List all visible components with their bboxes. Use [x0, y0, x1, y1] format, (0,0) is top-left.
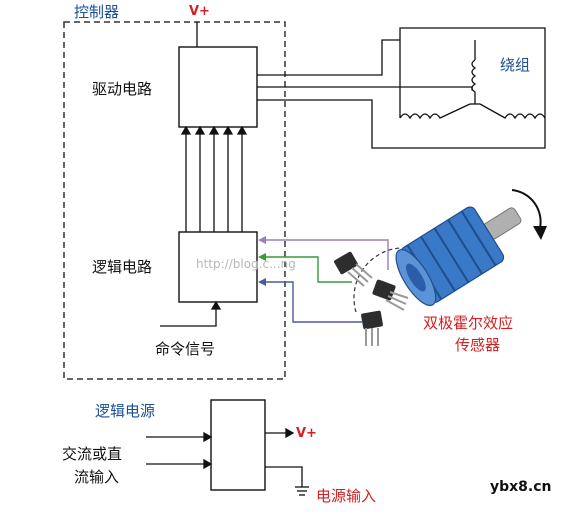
drive-circuit-label: 驱动电路	[92, 80, 153, 98]
vplus-right-label: V+	[296, 426, 317, 441]
command-signal-label: 命令信号	[155, 340, 216, 358]
command-signal-arrow	[160, 300, 222, 327]
ac-dc-input-line2: 流输入	[74, 468, 120, 486]
winding-wires	[257, 39, 546, 149]
hall-sensor-2	[372, 279, 409, 311]
logic-circuit-box	[178, 231, 258, 303]
logic-circuit-label: 逻辑电路	[92, 258, 153, 276]
sensor-label-line1: 双极霍尔效应	[423, 314, 514, 332]
vplus-top-label: V+	[189, 4, 210, 19]
hall-sensor-3	[361, 310, 383, 346]
green-arrowhead	[258, 253, 266, 261]
logic-to-drive-arrows	[180, 125, 248, 232]
ground-wire	[265, 466, 309, 496]
sensor-arc	[353, 247, 401, 313]
ac-dc-input-line1: 交流或直	[62, 445, 123, 463]
rotation-arrow	[511, 189, 547, 240]
site-watermark: ybx8.cn	[490, 479, 552, 495]
motor-rotor	[395, 206, 522, 307]
hall-sensor-1	[334, 251, 373, 287]
controller-boundary	[63, 21, 286, 380]
star-windings	[399, 40, 546, 120]
vplus-output-arrow	[265, 427, 295, 439]
drive-circuit-box	[178, 46, 258, 128]
purple-arrowhead	[258, 236, 266, 244]
power-input-label: 电源输入	[316, 487, 377, 505]
sensor-label-line2: 传感器	[455, 336, 501, 354]
controller-title: 控制器	[74, 3, 120, 21]
sensor-feedback-lines	[260, 239, 389, 323]
logic-power-box	[210, 399, 266, 491]
watermark: http://blog.c...ng	[196, 257, 296, 271]
winding-frame	[399, 27, 546, 136]
ac-dc-input-arrows	[146, 431, 213, 470]
navy-arrowhead	[258, 278, 266, 286]
logic-power-label: 逻辑电源	[95, 402, 156, 420]
windings-label: 绕组	[500, 56, 531, 74]
